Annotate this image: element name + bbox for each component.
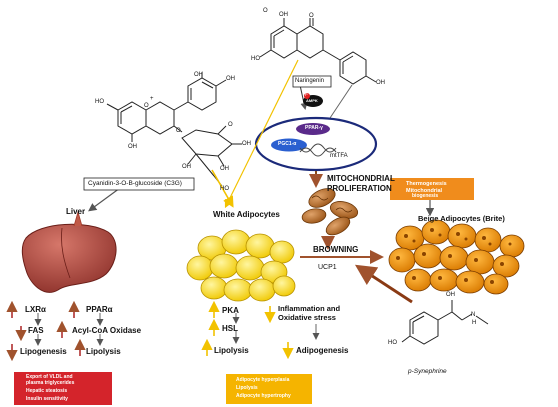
naringenin-carbonyl-o: O bbox=[309, 13, 314, 19]
orange-thermogenesis-box: Thermogenesis Mitochondrial biogenesis bbox=[390, 178, 474, 200]
naringenin-label-box bbox=[292, 75, 332, 88]
red-box-bg bbox=[14, 372, 112, 405]
naringenin-structure bbox=[259, 18, 377, 119]
c3g-structure bbox=[106, 72, 242, 187]
red-box-line3: Hepatic steatosis bbox=[26, 388, 68, 394]
naringenin-oh-top: OH bbox=[279, 12, 288, 18]
ppar-gamma-label: PPAR-γ bbox=[305, 125, 323, 131]
inflammation-label-2: Oxidative stress bbox=[278, 313, 336, 322]
naringenin-to-white-arrow bbox=[224, 59, 299, 209]
synephrine-arrow bbox=[354, 264, 413, 304]
white-adipocytes-label: White Adipocytes bbox=[213, 210, 280, 219]
red-box-line1: Export of VLDL and bbox=[26, 374, 73, 380]
c3g-sugar-o: O bbox=[228, 122, 233, 128]
red-liver-outcome-box: Export of VLDL and plasma triglycerides … bbox=[14, 372, 112, 405]
ucp1-label: UCP1 bbox=[318, 264, 337, 271]
c3g-sugar-oh-2: OH bbox=[220, 166, 229, 172]
naringenin-name: Naringenin bbox=[295, 78, 325, 84]
orange-box-line3: biogenesis bbox=[412, 193, 439, 199]
lxr-label: LXRα bbox=[25, 305, 46, 314]
liver-lipolysis-label: Lipolysis bbox=[86, 347, 121, 356]
yellow-box-bg bbox=[226, 374, 312, 404]
c3g-oh-top: OH bbox=[194, 72, 203, 78]
lipogenesis-label: Lipogenesis bbox=[20, 347, 67, 356]
red-box-line4: Insulin sensitivity bbox=[26, 396, 68, 402]
pgc1a-oval bbox=[271, 138, 307, 152]
c3g-ho-label: HO bbox=[95, 99, 104, 105]
c3g-ring-o: O bbox=[144, 103, 149, 109]
c3g-name: Cyanidin-3-O-B-glucoside (C3G) bbox=[88, 180, 182, 187]
synephrine-n: N bbox=[471, 312, 476, 318]
white-effect-arrows bbox=[201, 300, 320, 360]
naringenin-ho-label: HO bbox=[251, 56, 260, 62]
ampk-phospho-circle bbox=[304, 93, 310, 99]
mttfa-label: mtTFA bbox=[330, 153, 348, 159]
yellow-adipocyte-outcome-box: Adipocyte hyperplasia Lipolysis Adipocyt… bbox=[226, 374, 312, 404]
mitochondrial-label-2: PROLIFERATION bbox=[327, 184, 392, 193]
c3g-sugar-oh-1: OH bbox=[182, 164, 191, 170]
c3g-sugar-ho: HO bbox=[220, 186, 229, 192]
beige-adipocyte-cluster bbox=[388, 219, 525, 295]
c3g-sugar-oh-3: OH bbox=[242, 141, 251, 147]
fas-label: FAS bbox=[28, 326, 44, 335]
pka-label: PKA bbox=[222, 306, 239, 315]
ppar-gamma-oval bbox=[296, 123, 330, 135]
orange-box-line1: Thermogenesis bbox=[406, 181, 447, 187]
red-box-line2: plasma triglycerides bbox=[26, 380, 75, 386]
browning-label: BROWNING bbox=[313, 245, 359, 254]
mitochondria-cluster bbox=[301, 188, 359, 236]
beige-adipocytes-label: Beige Adipocytes (Brite) bbox=[418, 214, 505, 223]
liver-organ bbox=[21, 223, 117, 293]
orange-box-line2: Mitochondrial bbox=[406, 188, 443, 194]
yellow-box-line3: Adipocyte hypertrophy bbox=[236, 393, 291, 399]
c3g-label-box bbox=[83, 177, 195, 191]
pgc1a-label: PGC1-α bbox=[278, 141, 297, 147]
adipogenesis-label: Adipogenesis bbox=[296, 346, 349, 355]
beige-droplets bbox=[396, 228, 512, 284]
liver-label: Liver bbox=[66, 207, 86, 216]
synephrine-name: p-Synephrine bbox=[408, 368, 447, 375]
synephrine-oh: OH bbox=[446, 292, 455, 298]
c3g-oh-right: OH bbox=[226, 76, 235, 82]
naringenin-o-atom: O bbox=[263, 8, 268, 14]
synephrine-ho: HO bbox=[388, 340, 397, 346]
ppar-alpha-label: PPARα bbox=[86, 305, 113, 314]
synephrine-structure bbox=[401, 300, 489, 345]
c3g-plus-charge: + bbox=[150, 96, 154, 102]
yellow-box-line1: Adipocyte hyperplasia bbox=[236, 377, 290, 383]
c3g-to-liver-arrow bbox=[88, 187, 121, 212]
ampk-p-label: P bbox=[305, 92, 308, 97]
dna-helix bbox=[299, 143, 337, 157]
c3g-glyco-o: O bbox=[176, 128, 181, 134]
c3g-oh-bottom: OH bbox=[128, 144, 137, 150]
naringenin-oh-right: OH bbox=[376, 80, 385, 86]
liver-effect-arrows bbox=[6, 300, 104, 362]
white-adipocyte-cluster bbox=[186, 229, 296, 302]
mitochondrial-label-1: MITOCHONDRIAL bbox=[327, 174, 395, 183]
ampk-label: AMPK bbox=[306, 98, 318, 103]
acyl-coa-label: Acyl-CoA Oxidase bbox=[72, 326, 142, 335]
orange-box-bg bbox=[390, 178, 474, 200]
synephrine-h: H bbox=[472, 320, 477, 326]
white-lipolysis-label: Lipolysis bbox=[214, 346, 249, 355]
inflammation-label-1: Inflammation and bbox=[278, 304, 341, 313]
hsl-label: HSL bbox=[222, 324, 238, 333]
yellow-box-line2: Lipolysis bbox=[236, 385, 258, 391]
